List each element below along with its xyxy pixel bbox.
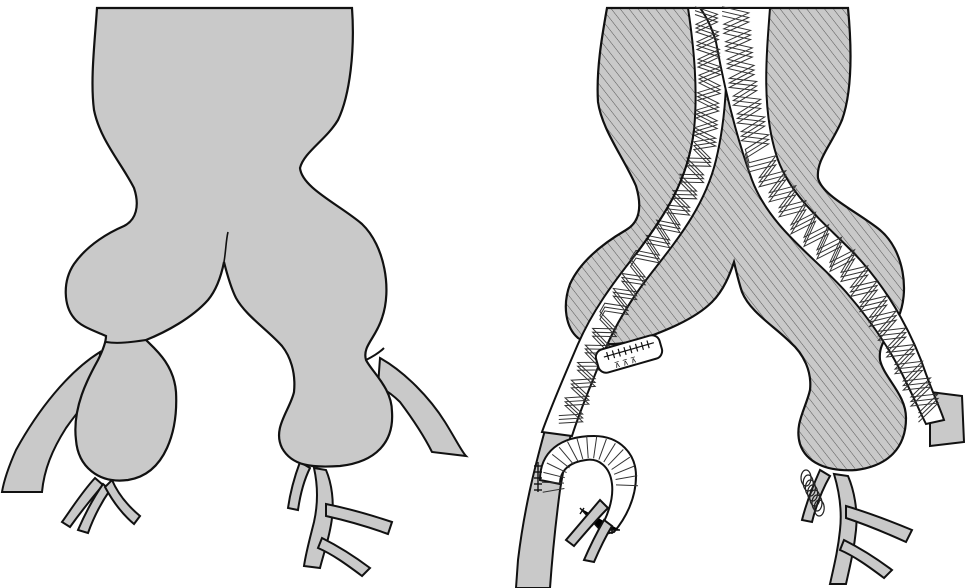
left-panel-aorta-body — [66, 8, 392, 481]
left-panel-left-internal-iliac-branches — [62, 478, 140, 533]
left-panel — [2, 8, 466, 576]
right-panel: ⊼ ⊼ ⊼ — [516, 7, 964, 588]
left-panel-right-internal-iliac-branches — [288, 462, 392, 576]
right-panel-left-internal-iliac-branches — [566, 500, 612, 562]
right-panel-right-internal-iliac-branches — [802, 470, 912, 584]
